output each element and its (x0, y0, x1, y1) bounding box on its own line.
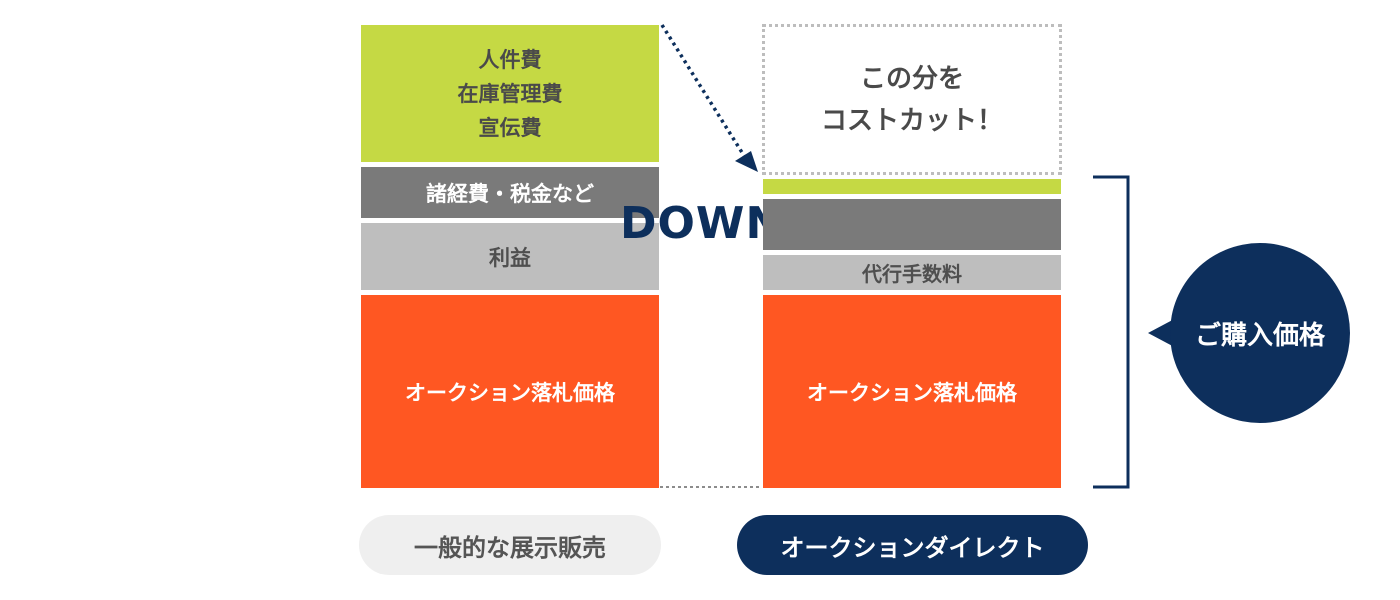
misc-expenses-block: 諸経費・税金など (361, 167, 659, 218)
down-arrow-head (735, 151, 758, 172)
profit-label: 利益 (489, 245, 531, 270)
general-sales-caption: 一般的な展示販売 (359, 515, 661, 575)
purchase-price-label: ご購入価格 (1194, 320, 1325, 351)
reduced-cost-block (763, 179, 1061, 194)
reduced-misc-block (763, 199, 1061, 250)
cost-line-advertising: 宣伝費 (478, 115, 542, 140)
cost-line-personnel: 人件費 (478, 47, 542, 72)
misc-expenses-label: 諸経費・税金など (426, 181, 594, 206)
auction-direct-caption-label: オークションダイレクト (780, 533, 1045, 562)
left-auction-price-block: オークション落札価格 (361, 295, 659, 488)
agency-fee-label: 代行手数料 (862, 262, 962, 286)
cost-line-inventory: 在庫管理費 (457, 81, 563, 106)
purchase-price-bubble (1170, 243, 1350, 423)
down-arrow-line (660, 24, 750, 163)
price-bracket (1093, 175, 1130, 489)
cost-cut-line-1: この分を (859, 63, 964, 94)
left-auction-price-label: オークション落札価格 (405, 380, 615, 405)
cost-block: 人件費 在庫管理費 宣伝費 (361, 25, 659, 162)
cost-cut-box: この分を コストカット！ (762, 24, 1062, 175)
auction-direct-caption: オークションダイレクト (737, 515, 1088, 575)
right-auction-price-label: オークション落札価格 (807, 380, 1017, 405)
agency-fee-block: 代行手数料 (763, 255, 1061, 290)
cost-cut-line-2: コストカット！ (820, 105, 1003, 136)
right-auction-price-block: オークション落札価格 (763, 295, 1061, 488)
profit-block: 利益 (361, 223, 659, 290)
general-sales-caption-label: 一般的な展示販売 (414, 533, 606, 562)
